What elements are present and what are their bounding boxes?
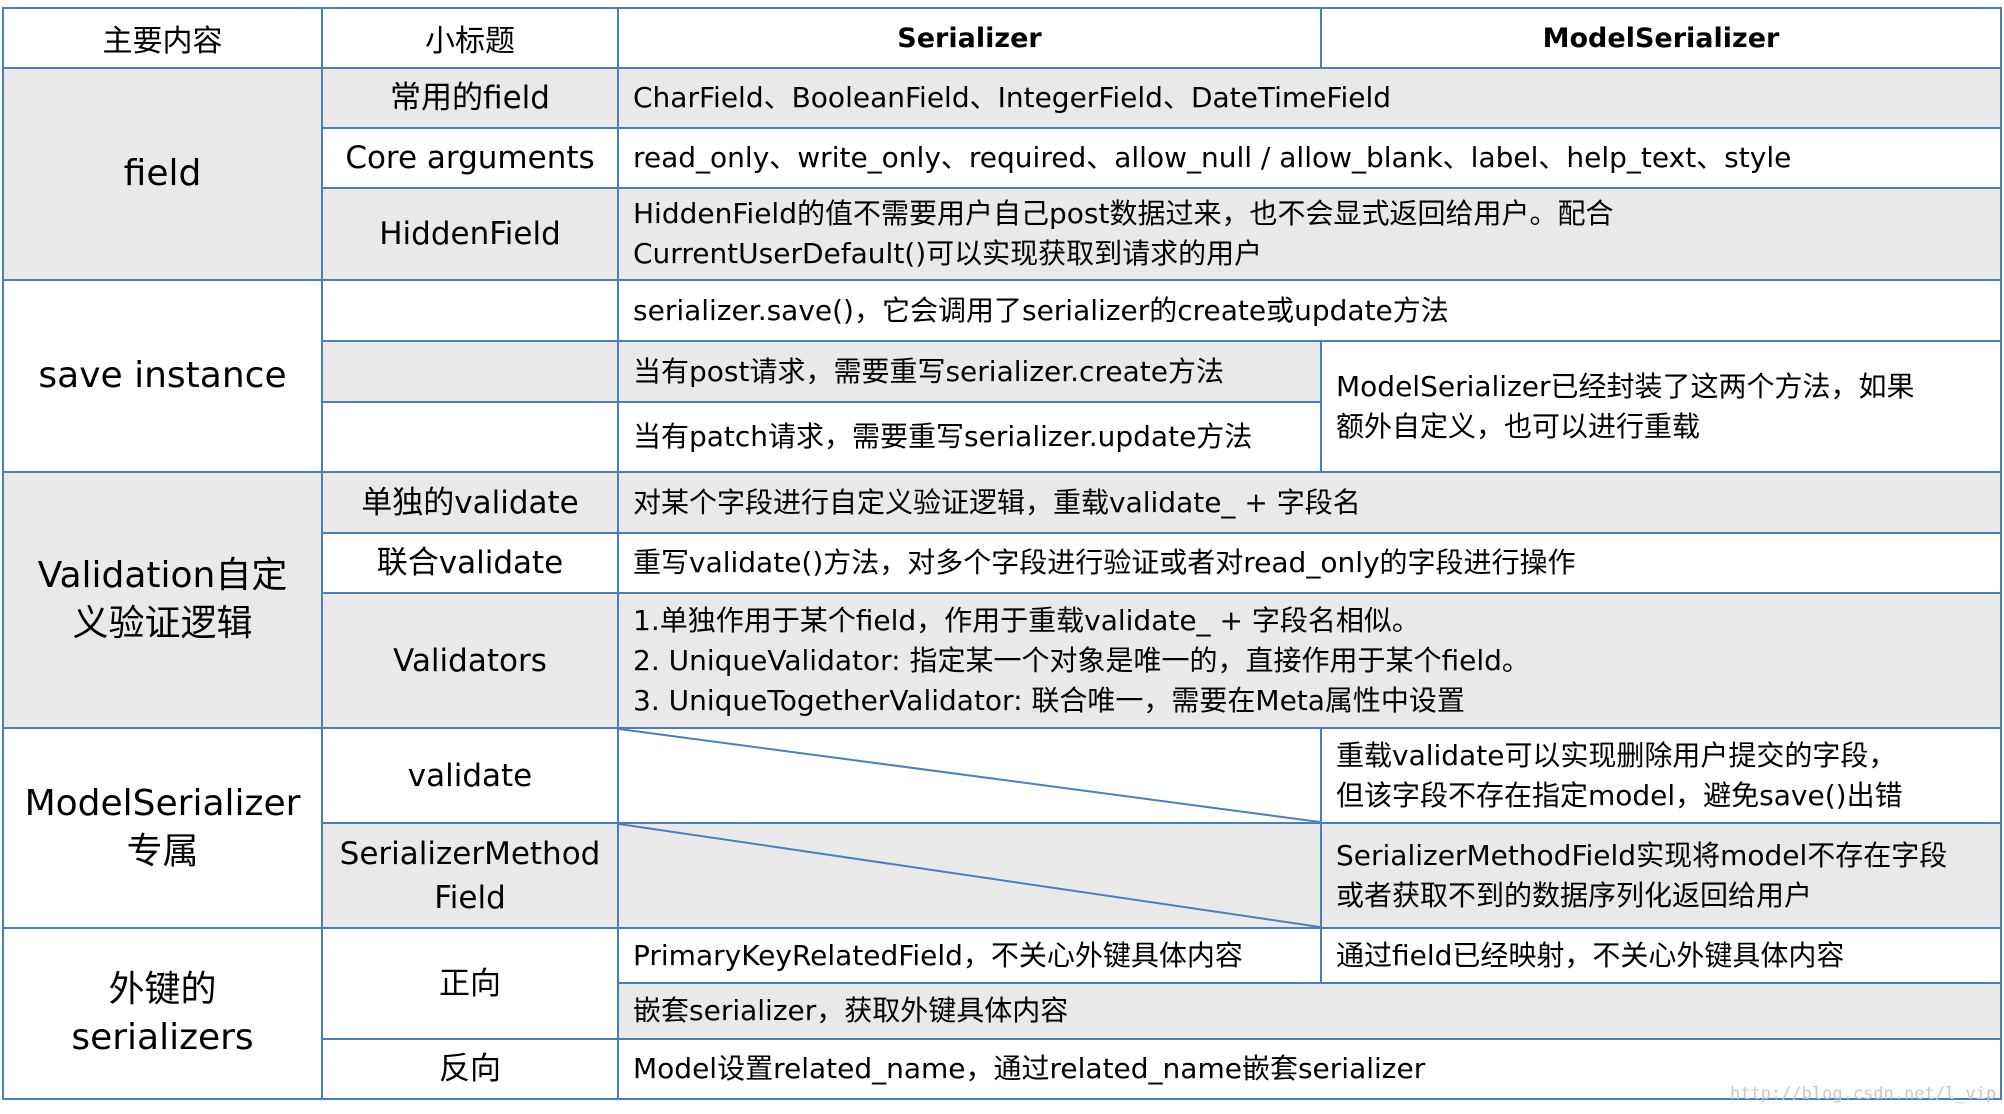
category-line: 专属 [126,831,199,872]
desc-joint-validate: 重写validate()方法，对多个字段进行验证或者对read_only的字段进… [617,532,2002,594]
desc-common-field: CharField、BooleanField、IntegerField、Date… [617,67,2002,129]
diagonal-empty-cell [617,822,1322,929]
desc-single-validate: 对某个字段进行自定义验证逻辑，重载validate_ + 字段名 [617,471,2002,534]
desc-core-arguments: read_only、write_only、required、allow_null… [617,127,2002,189]
desc-post-create: 当有post请求，需要重写serializer.create方法 [617,340,1322,403]
model-note-save: ModelSerializer已经封装了这两个方法，如果 额外自定义，也可以进行… [1320,340,2002,473]
header-serializer: Serializer [617,7,1322,69]
desc-nested-serializer: 嵌套serializer，获取外键具体内容 [617,982,2002,1040]
category-foreign-key: 外键的 serializers [2,927,323,1100]
category-field: field [2,67,323,281]
table-row: Validation自定 义验证逻辑 单独的validate 对某个字段进行自定… [2,471,2002,729]
desc-primary-key-related: PrimaryKeyRelatedField，不关心外键具体内容 [617,927,1322,984]
subtitle-empty [321,401,619,473]
category-line: 外键的 [108,968,217,1010]
note-line: SerializerMethodField实现将model不存在字段 [1336,838,1948,872]
model-note-serializer-method-field: SerializerMethodField实现将model不存在字段 或者获取不… [1320,822,2002,929]
category-model-serializer-only: ModelSerializer 专属 [2,727,323,929]
model-note-forward: 通过field已经映射，不关心外键具体内容 [1320,927,2002,984]
table-row: HiddenField HiddenField的值不需要用户自己post数据过来… [3,187,2002,281]
header-main-content: 主要内容 [2,7,323,69]
category-line: 义验证逻辑 [72,603,253,644]
table-row: Core arguments read_only、write_only、requ… [3,127,2002,189]
table-row: Validators 1.单独作用于某个field，作用于重载validate_… [3,592,2002,729]
desc-hidden-field: HiddenField的值不需要用户自己post数据过来，也不会显式返回给用户。… [617,187,2002,281]
subtitle-line: SerializerMethod [339,835,601,872]
table-row: save instance serializer.save()，它会调用了ser… [2,279,2002,473]
table-row: 当有post请求，需要重写serializer.create方法 ModelSe… [3,340,2002,473]
table-row: 当有patch请求，需要重写serializer.update方法 [3,401,2001,473]
subtitle-empty [321,279,619,342]
desc-related-name: Model设置related_name，通过related_name嵌套seri… [617,1038,2002,1100]
table-header-row: 主要内容 小标题 Serializer ModelSerializer [2,7,2002,69]
subtitle-validate: validate [321,727,619,824]
diagonal-line [619,729,1320,822]
note-line: 但该字段不存在指定model，避免save()出错 [1336,778,1903,812]
category-line: ModelSerializer [24,783,301,824]
table-row: field 常用的field CharField、BooleanField、In… [2,67,2002,281]
subtitle-core-arguments: Core arguments [321,127,619,189]
table-row: 外键的 serializers 正向 PrimaryKeyRelatedFiel… [2,927,2002,1100]
table-row: ModelSerializer 专属 validate 重载validate可以… [2,727,2002,929]
note-line: 额外自定义，也可以进行重载 [1336,409,1701,443]
subtitle-serializer-method-field: SerializerMethod Field [321,822,619,929]
note-line: 或者获取不到的数据序列化返回给用户 [1336,878,1813,912]
table-row: 反向 Model设置related_name，通过related_name嵌套s… [3,1038,2002,1100]
table-row: 联合validate 重写validate()方法，对多个字段进行验证或者对re… [3,532,2002,594]
category-save-instance: save instance [2,279,323,473]
table-row: 嵌套serializer，获取外键具体内容 [3,982,2002,1040]
watermark: http://blog.csdn.net/l_vip [1730,1084,1997,1104]
category-line: serializers [71,1016,254,1058]
category-validation: Validation自定 义验证逻辑 [2,471,323,729]
header-model-serializer: ModelSerializer [1320,7,2002,69]
diagonal-line [619,824,1320,927]
model-note-validate: 重载validate可以实现删除用户提交的字段， 但该字段不存在指定model，… [1320,727,2002,824]
subtitle-hidden-field: HiddenField [321,187,619,281]
note-line: 重载validate可以实现删除用户提交的字段， [1336,738,1897,772]
category-line: Validation自定 [37,555,288,596]
subtitle-validators: Validators [321,592,619,729]
subtitle-forward: 正向 [321,927,619,1040]
subtitle-single-validate: 单独的validate [321,471,619,534]
subtitle-reverse: 反向 [321,1038,619,1100]
desc-line: 2. UniqueValidator: 指定某一个对象是唯一的，直接作用于某个f… [633,643,1530,677]
serializer-summary-table: 主要内容 小标题 Serializer ModelSerializer fiel… [2,7,2002,1100]
table-row: SerializerMethod Field SerializerMethodF… [3,822,2002,929]
desc-serializer-save: serializer.save()，它会调用了serializer的create… [617,279,2002,342]
desc-line: HiddenField的值不需要用户自己post数据过来，也不会显式返回给用户。… [633,197,1614,230]
subtitle-common-field: 常用的field [321,67,619,129]
desc-line: CurrentUserDefault()可以实现获取到请求的用户 [633,237,1263,270]
note-line: ModelSerializer已经封装了这两个方法，如果 [1336,369,1915,403]
desc-line: 3. UniqueTogetherValidator: 联合唯一，需要在Meta… [633,683,1465,717]
diagonal-empty-cell [617,727,1322,824]
subtitle-joint-validate: 联合validate [321,532,619,594]
desc-validators: 1.单独作用于某个field，作用于重载validate_ + 字段名相似。 2… [617,592,2002,729]
header-subtitle: 小标题 [321,7,619,69]
desc-patch-update: 当有patch请求，需要重写serializer.update方法 [617,401,1322,473]
desc-line: 1.单独作用于某个field，作用于重载validate_ + 字段名相似。 [633,603,1420,637]
subtitle-empty [321,340,619,403]
subtitle-line: Field [434,879,506,916]
